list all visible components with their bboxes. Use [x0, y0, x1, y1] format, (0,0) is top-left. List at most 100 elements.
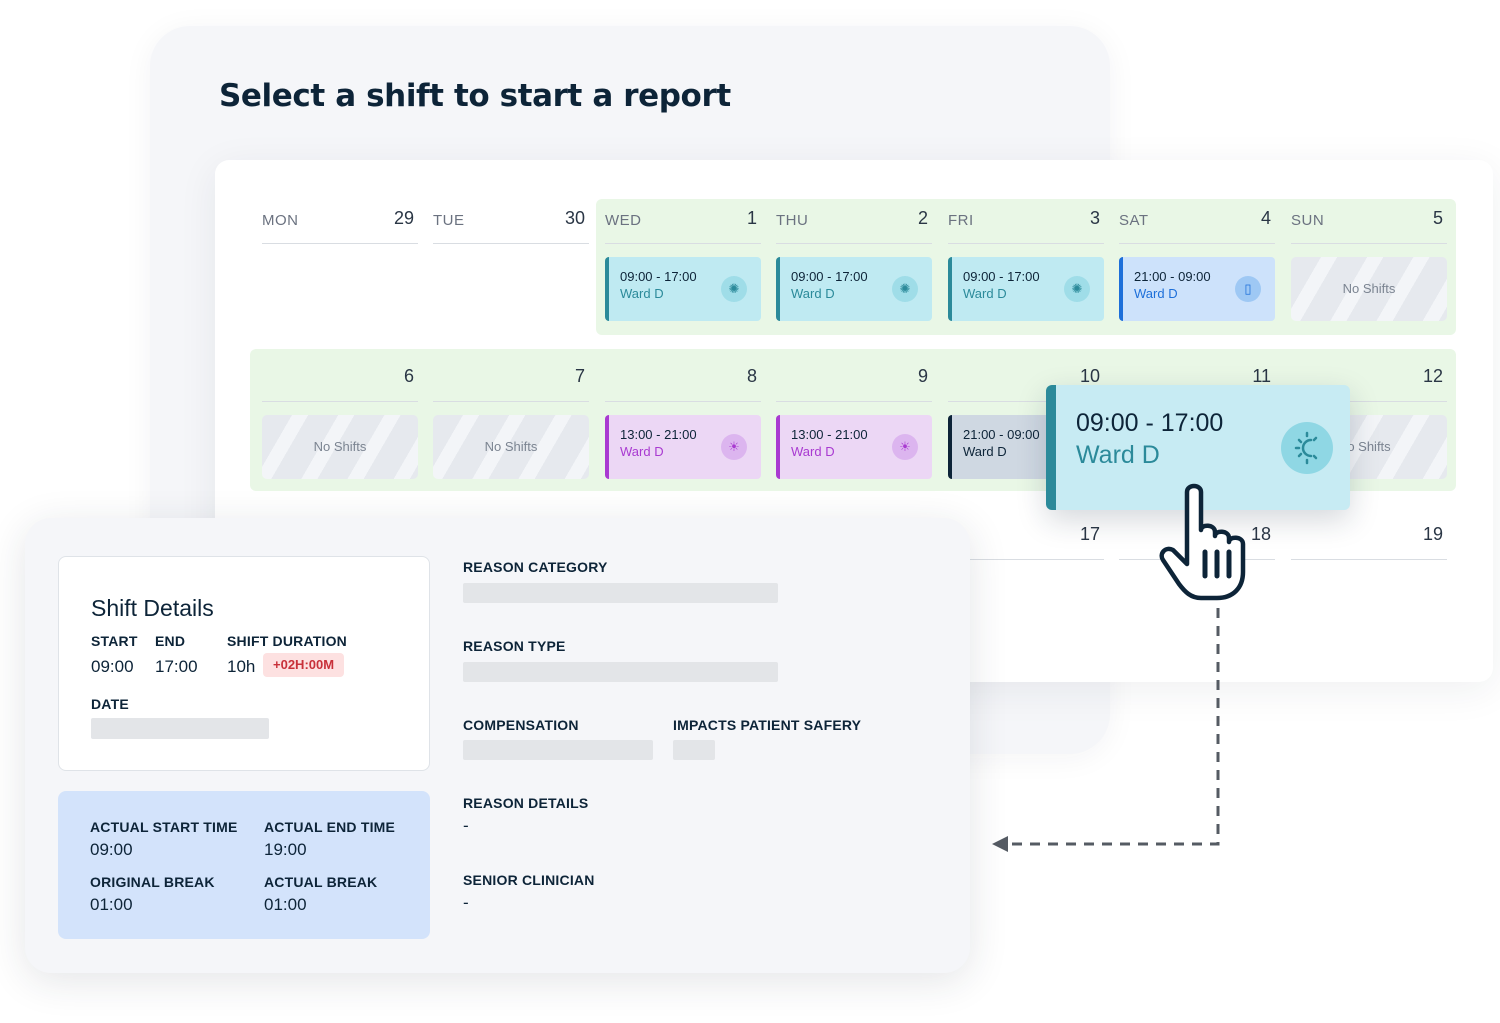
day-number: 2 — [917, 208, 928, 228]
shift-ward: Ward D — [791, 444, 835, 459]
shift-time: 09:00 - 17:00 — [963, 269, 1040, 284]
day-header-mon: MON 29 — [262, 200, 418, 244]
compensation-label: COMPENSATION — [463, 717, 579, 733]
day-header-thu: THU 2 — [776, 200, 932, 244]
selected-shift-ward: Ward D — [1076, 441, 1160, 469]
shift-details-card: Shift Details START END SHIFT DURATION 0… — [58, 556, 430, 771]
shift-card-9[interactable]: 13:00 - 21:00 Ward D ☀ — [776, 415, 932, 479]
shift-card-fri-3[interactable]: 09:00 - 17:00 Ward D ✺ — [948, 257, 1104, 321]
no-shifts-sun-5: No Shifts — [1291, 257, 1447, 321]
reason-type-placeholder — [463, 662, 778, 682]
impacts-patient-placeholder — [673, 740, 715, 760]
compensation-placeholder — [463, 740, 653, 760]
sun-icon: ✺ — [1064, 276, 1090, 302]
day-number: 30 — [564, 208, 585, 228]
day-header-7: 7 — [433, 358, 589, 402]
sun-icon: ✺ — [721, 276, 747, 302]
reason-type-label: REASON TYPE — [463, 638, 566, 654]
day-header-12: 12 — [1291, 358, 1447, 402]
day-number: 19 — [1422, 524, 1443, 544]
day-number: 10 — [1079, 366, 1100, 386]
shift-ward: Ward D — [963, 444, 1007, 459]
shift-time: 21:00 - 09:00 — [963, 427, 1040, 442]
shift-time: 09:00 - 17:00 — [791, 269, 868, 284]
day-header-tue: TUE 30 — [433, 200, 589, 244]
reason-details-value: - — [463, 816, 469, 835]
original-break-label: ORIGINAL BREAK — [90, 874, 215, 890]
duration-label: SHIFT DURATION — [227, 633, 347, 649]
no-shifts-6: No Shifts — [262, 415, 418, 479]
connector-arrow-icon — [992, 608, 1220, 852]
hand-cursor-icon — [1159, 483, 1246, 601]
day-number: 7 — [574, 366, 585, 386]
day-header-9: 9 — [776, 358, 932, 402]
shift-card-sat-4[interactable]: 21:00 - 09:00 Ward D ▯ — [1119, 257, 1275, 321]
day-number: 1 — [746, 208, 757, 228]
start-value: 09:00 — [91, 657, 134, 676]
shift-ward: Ward D — [791, 286, 835, 301]
day-name: SUN — [1291, 212, 1325, 229]
no-shifts-label: No Shifts — [1342, 281, 1396, 296]
day-number: 29 — [393, 208, 414, 228]
end-label: END — [155, 633, 186, 649]
no-shifts-label: o Shifts — [1347, 439, 1391, 454]
senior-clinician-value: - — [463, 893, 469, 912]
actual-start-label: ACTUAL START TIME — [90, 819, 238, 835]
day-number: 18 — [1250, 524, 1271, 544]
day-number: 5 — [1432, 208, 1443, 228]
day-header-19: 19 — [1291, 516, 1447, 560]
actual-end-value: 19:00 — [264, 840, 307, 859]
day-header-fri: FRI 3 — [948, 200, 1104, 244]
shift-time: 13:00 - 21:00 — [620, 427, 697, 442]
day-header-sat: SAT 4 — [1119, 200, 1275, 244]
actual-break-label: ACTUAL BREAK — [264, 874, 378, 890]
day-header-6: 6 — [262, 358, 418, 402]
day-number: 8 — [746, 366, 757, 386]
shift-card-thu-2[interactable]: 09:00 - 17:00 Ward D ✺ — [776, 257, 932, 321]
sun-icon — [1281, 422, 1333, 474]
sun-icon: ✺ — [892, 276, 918, 302]
day-number: 12 — [1422, 366, 1443, 386]
end-value: 17:00 — [155, 657, 198, 676]
day-header-10: 10 — [948, 358, 1104, 402]
phone-icon: ▯ — [1235, 276, 1261, 302]
senior-clinician-label: SENIOR CLINICIAN — [463, 872, 595, 888]
shift-details-title: Shift Details — [91, 595, 214, 621]
day-header-8: 8 — [605, 358, 761, 402]
date-label: DATE — [91, 696, 129, 712]
shift-time: 09:00 - 17:00 — [620, 269, 697, 284]
original-break-value: 01:00 — [90, 895, 133, 914]
shift-ward: Ward D — [620, 444, 664, 459]
sunset-icon: ☀ — [721, 434, 747, 460]
day-number: 11 — [1252, 366, 1271, 386]
shift-card-wed-1[interactable]: 09:00 - 17:00 Ward D ✺ — [605, 257, 761, 321]
reason-category-label: REASON CATEGORY — [463, 559, 608, 575]
day-name: TUE — [433, 212, 465, 229]
day-name: FRI — [948, 212, 974, 229]
shift-ward: Ward D — [1134, 286, 1178, 301]
day-number: 9 — [917, 366, 928, 386]
impacts-patient-label: IMPACTS PATIENT SAFERY — [673, 717, 862, 733]
shift-ward: Ward D — [963, 286, 1007, 301]
day-number: 6 — [403, 366, 414, 386]
reason-category-placeholder — [463, 583, 778, 603]
duration-value: 10h — [227, 657, 256, 676]
shift-time: 21:00 - 09:00 — [1134, 269, 1211, 284]
actual-start-value: 09:00 — [90, 840, 133, 859]
selected-shift-time: 09:00 - 17:00 — [1076, 409, 1224, 437]
no-shifts-label: No Shifts — [484, 439, 538, 454]
day-number: 17 — [1079, 524, 1100, 544]
actual-times-card: ACTUAL START TIME 09:00 ACTUAL END TIME … — [58, 791, 430, 939]
actual-end-label: ACTUAL END TIME — [264, 819, 396, 835]
day-name: THU — [776, 212, 809, 229]
day-header-wed: WED 1 — [605, 200, 761, 244]
shift-time: 13:00 - 21:00 — [791, 427, 868, 442]
start-label: START — [91, 633, 138, 649]
shift-card-8[interactable]: 13:00 - 21:00 Ward D ☀ — [605, 415, 761, 479]
day-header-sun: SUN 5 — [1291, 200, 1447, 244]
no-shifts-7: No Shifts — [433, 415, 589, 479]
reason-details-label: REASON DETAILS — [463, 795, 589, 811]
report-panel: Shift Details START END SHIFT DURATION 0… — [25, 518, 970, 973]
date-placeholder — [91, 718, 269, 739]
day-number: 3 — [1089, 208, 1100, 228]
